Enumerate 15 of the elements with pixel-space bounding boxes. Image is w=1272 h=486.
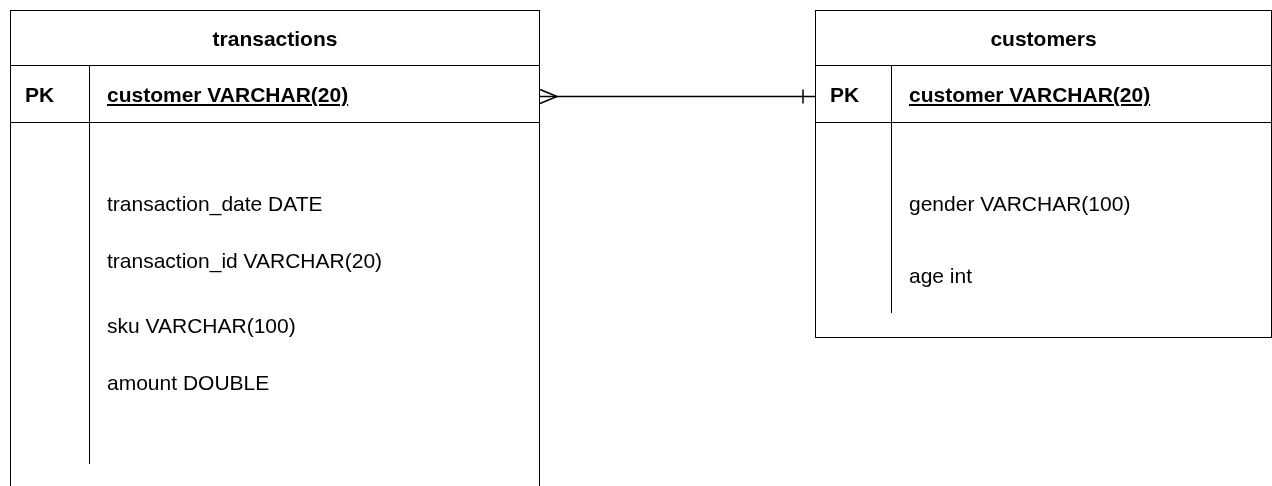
column-name: transaction_date DATE bbox=[107, 176, 323, 232]
table-title: customers bbox=[816, 11, 1271, 66]
column-name: amount DOUBLE bbox=[107, 355, 270, 411]
column-name: gender VARCHAR(100) bbox=[909, 176, 1131, 232]
column-name: age int bbox=[909, 248, 973, 304]
column-name: transaction_id VARCHAR(20) bbox=[107, 233, 383, 289]
entity-table bbox=[10, 10, 540, 486]
column-name: sku VARCHAR(100) bbox=[107, 298, 296, 354]
table-title: transactions bbox=[11, 11, 539, 66]
column-name: customer VARCHAR(20) bbox=[107, 82, 349, 108]
key-label: PK bbox=[25, 82, 55, 108]
key-label: PK bbox=[830, 82, 860, 108]
entity-table bbox=[815, 10, 1272, 338]
column-name: customer VARCHAR(20) bbox=[909, 82, 1151, 108]
relationship-line bbox=[539, 88, 816, 105]
